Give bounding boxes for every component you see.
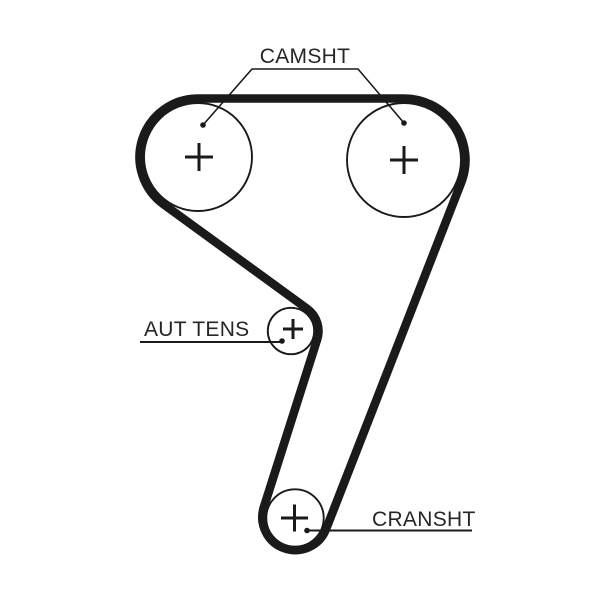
camshaft-leader-dot-right [401, 120, 407, 126]
camshaft-label: CAMSHT [260, 45, 350, 68]
camshaft-right-cross-icon [390, 146, 418, 174]
tensioner-annotation: AUT TENS [140, 318, 285, 344]
tensioner-pulley [266, 306, 316, 356]
crankshaft-annotation: CRANSHT [304, 508, 476, 534]
camshaft-annotation: CAMSHT [200, 45, 407, 128]
camshaft-leader-dot-left [200, 122, 206, 128]
tensioner-cross-icon [283, 319, 303, 339]
camshaft-left-cross-icon [185, 143, 213, 171]
crankshaft-label: CRANSHT [372, 508, 476, 531]
camshaft-leader-bracket [202, 68, 405, 126]
center-markers [185, 143, 418, 532]
crankshaft-leader-dot [304, 527, 310, 534]
timing-belt [135, 94, 470, 555]
tensioner-label: AUT TENS [144, 318, 249, 341]
crankshaft-cross-icon [281, 504, 308, 532]
tensioner-leader-dot [279, 338, 285, 344]
